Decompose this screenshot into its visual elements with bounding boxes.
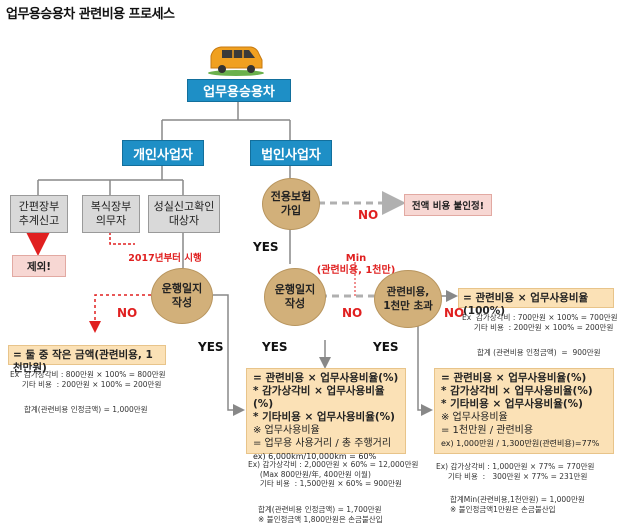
no-label-insurance: NO (358, 208, 379, 222)
over-line1: 1천만 초과 (383, 300, 433, 312)
over-threshold-circle: 관련비용, 1천만 초과 (374, 270, 442, 328)
double-entry-line1: 복식장부 (90, 200, 132, 213)
middle-example: Ex) 감가상각비 : 2,000만원 × 60% = 12,000만원 (Ma… (248, 460, 419, 488)
left-result-box: = 둘 중 작은 금액(관련비용, 1천만원) (8, 345, 166, 374)
right-line2: * 감가상각비 × 업무사용비율(%) (441, 385, 593, 397)
corporate-business-node: 법인사업자 (250, 140, 332, 166)
insurance-line2: 가입 (280, 204, 302, 217)
yes-label-corporate: YES (262, 340, 288, 354)
right-line4: ※ 업무사용비율 (441, 412, 508, 423)
yes-label-individual: YES (198, 340, 224, 354)
simple-bookkeeping-node: 간편장부 추계신고 (10, 195, 68, 233)
middle-line3: * 기타비용 × 업무사용비율(%) (253, 411, 395, 423)
right-result-box: = 관련비용 × 업무사용비율(%) * 감가상각비 × 업무사용비율(%) *… (434, 368, 614, 454)
excluded-badge: 제외! (12, 255, 66, 277)
logbook-individual-line2: 작성 (171, 296, 193, 309)
min-label: Min (관련비용, 1천만) (312, 253, 400, 277)
right-sum: 합계Min(관련비용,1천만원) = 1,000만원 ※ 불인정금액1만원은 손… (450, 495, 585, 514)
individual-business-node: 개인사업자 (122, 140, 204, 166)
right-top-result-text: = 관련비용 × 업무사용비율(100%) (463, 292, 589, 317)
middle-sum: 합계(관련비용 인정금액) = 1,700만원 ※ 불인정금액 1,800만원은… (258, 505, 383, 524)
right-top-sum: 합계 (관련비용 인정금액) = 900만원 (477, 348, 601, 357)
yes-label-insurance: YES (253, 240, 279, 254)
page-title: 업무용승용차 관련비용 프로세스 (6, 7, 175, 22)
logbook-individual-circle: 운행일지 작성 (151, 268, 213, 324)
right-line1: = 관련비용 × 업무사용비율(%) (441, 372, 587, 384)
faithful-filing-line2: 대상자 (168, 214, 200, 227)
left-result-text: = 둘 중 작은 금액(관련비용, 1천만원) (13, 349, 153, 374)
right-example: Ex) 감가상각비 : 1,000만원 × 77% = 770만원 기타 비용 … (436, 462, 595, 481)
double-entry-line2: 의무자 (95, 214, 127, 227)
logbook-corporate-line2: 작성 (284, 297, 306, 310)
middle-line1: = 관련비용 × 업무사용비율(%) (253, 372, 399, 384)
logbook-corporate-line1: 운행일지 (274, 283, 316, 296)
no-label-over: NO (444, 306, 465, 320)
min-text: Min (345, 253, 367, 264)
no-label-individual: NO (117, 306, 138, 320)
year-note: 2017년부터 시행 (128, 253, 202, 264)
middle-line2: * 감가상각비 × 업무사용비율(%) (253, 385, 385, 410)
faithful-filing-line1: 성실신고확인 (153, 200, 215, 213)
double-entry-node: 복식장부 의무자 (82, 195, 140, 233)
right-top-example: Ex 감가상각비 : 700만원 × 100% = 700만원 기타 비용 : … (462, 313, 618, 332)
min-detail: (관련비용, 1천만) (316, 265, 396, 276)
right-line3: * 기타비용 × 업무사용비율(%) (441, 398, 583, 410)
logbook-corporate-circle: 운행일지 작성 (264, 268, 326, 326)
no-label-corporate: NO (342, 306, 363, 320)
simple-bookkeeping-line1: 간편장부 (18, 200, 60, 213)
insurance-circle: 전용보험 가입 (262, 178, 320, 230)
right-top-result-box: = 관련비용 × 업무사용비율(100%) (458, 288, 614, 317)
left-example: Ex 감가상각비 : 800만원 × 100% = 800만원 기타 비용 : … (10, 370, 166, 389)
faithful-filing-node: 성실신고확인 대상자 (148, 195, 220, 233)
root-node: 업무용승용차 (187, 79, 291, 102)
left-sum: 합계(관련비용 인정금액) = 1,000만원 (24, 405, 148, 414)
car-icon (208, 46, 264, 76)
right-line6: ex) 1,000만원 / 1,300만원(관련비용)=77% (441, 439, 600, 448)
middle-line5: = 업무용 사용거리 / 총 주행거리 (253, 438, 392, 449)
logbook-individual-line1: 운행일지 (161, 282, 203, 295)
middle-line6: ex) 6,000km/10,000km = 60% (253, 452, 377, 461)
yes-label-over: YES (373, 340, 399, 354)
insurance-line1: 전용보험 (270, 190, 312, 203)
middle-result-box: = 관련비용 × 업무사용비율(%) * 감가상각비 × 업무사용비율(%) *… (246, 368, 406, 461)
right-line5: = 1천만원 / 관련비용 (441, 425, 534, 436)
simple-bookkeeping-line2: 추계신고 (18, 214, 60, 227)
over-prefix: 관련비용, (386, 286, 430, 298)
not-allowed-badge: 전액 비용 불인정! (404, 194, 492, 216)
middle-line4: ※ 업무사용비율 (253, 425, 320, 436)
